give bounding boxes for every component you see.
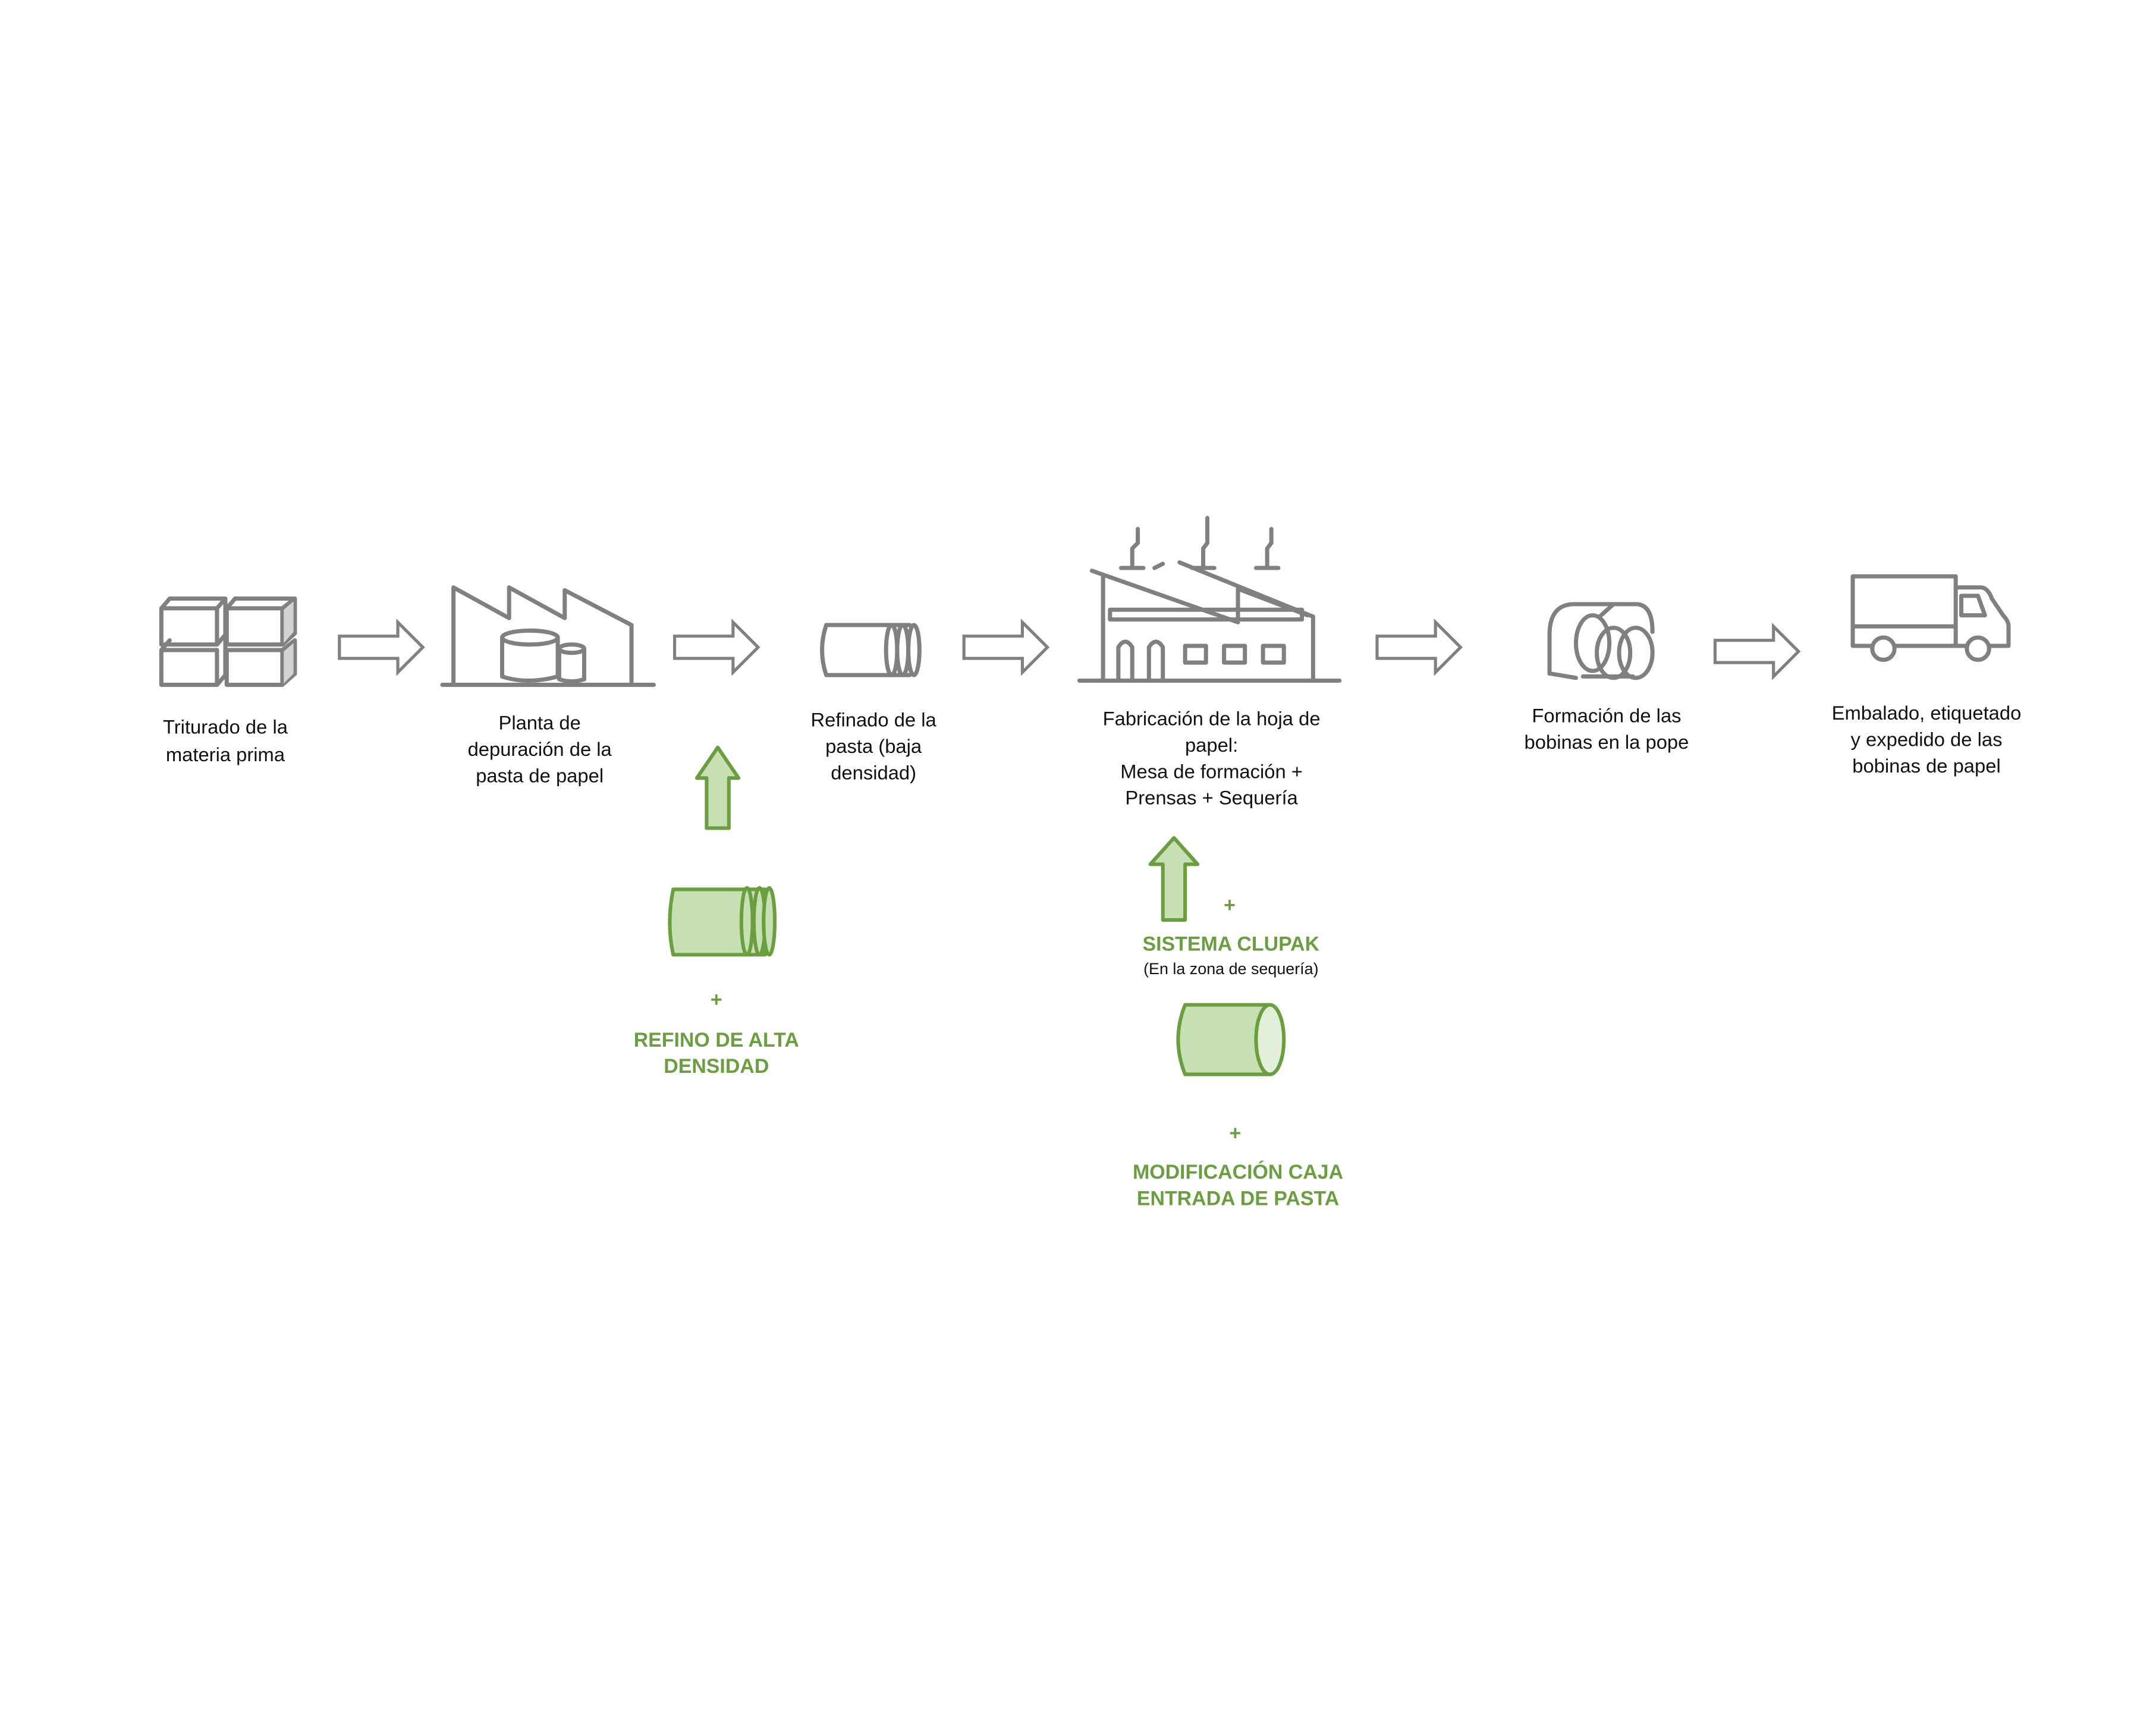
factory-icon (440, 585, 656, 687)
plus-icon: + (1229, 1122, 1241, 1145)
flow-arrow-icon (962, 618, 1050, 676)
truck-icon (1850, 574, 2011, 662)
clupak-title: SISTEMA CLUPAK (1143, 932, 1320, 955)
flow-arrow-icon (1375, 618, 1463, 676)
flow-arrow-icon (1713, 623, 1801, 680)
flow-arrow-icon (673, 618, 760, 676)
clupak-note: (En la zona de sequería) (1143, 960, 1318, 978)
boxes-icon (159, 596, 297, 687)
flow-arrow-icon (338, 618, 425, 676)
green-up-arrow-icon (694, 745, 741, 830)
refiner-icon (820, 623, 922, 677)
paper-rolls-icon (1547, 602, 1655, 680)
headbox-cylinder-icon (1176, 1003, 1286, 1076)
paper-mill-icon (1077, 516, 1342, 683)
high-density-refiner-icon (668, 886, 777, 957)
green-up-arrow-icon (1148, 836, 1200, 922)
plus-icon: + (711, 988, 722, 1011)
plus-icon: + (1224, 894, 1236, 916)
